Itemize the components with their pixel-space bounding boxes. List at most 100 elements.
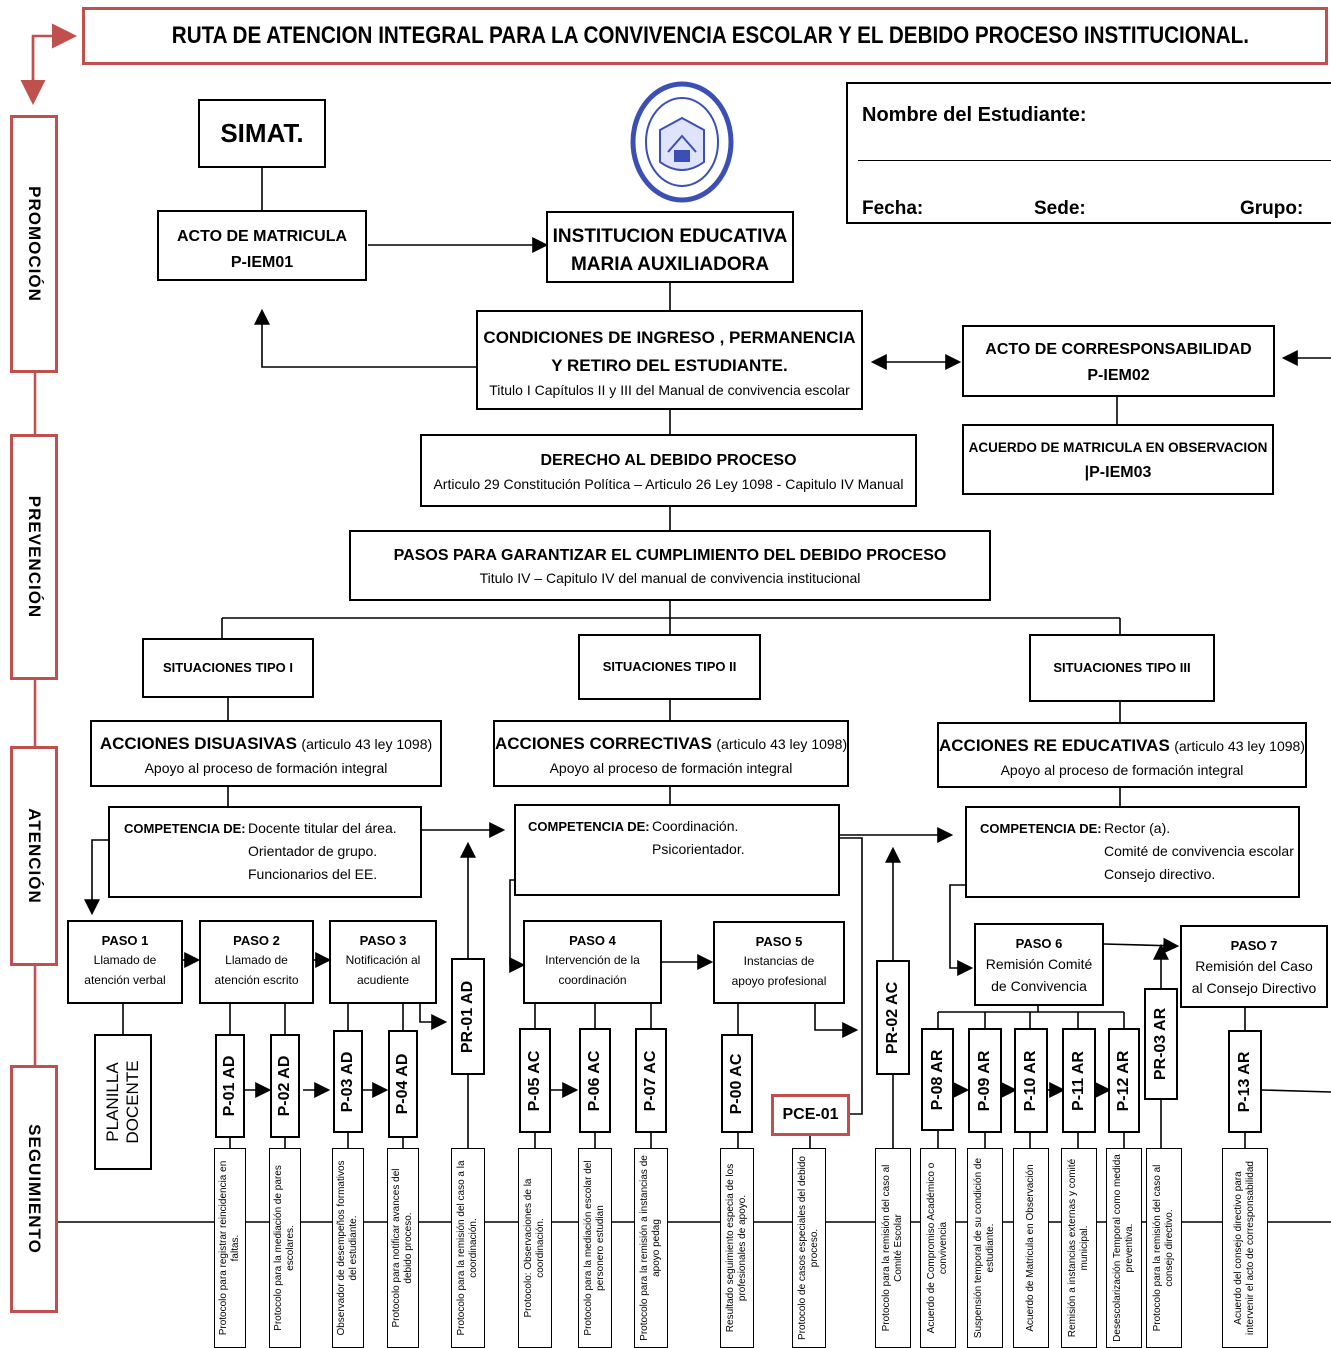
code-p06-ac: P-06 AC	[579, 1028, 611, 1133]
condiciones-ref: Titulo I Capítulos II y III del Manual d…	[489, 382, 850, 398]
competencia-item: Psicorientador.	[652, 841, 745, 857]
debido-proceso-box: DERECHO AL DEBIDO PROCESO Articulo 29 Co…	[420, 434, 917, 507]
code-pr02-ac: PR-02 AC	[876, 960, 910, 1075]
acto-matricula-code: P-IEM01	[230, 254, 294, 271]
acto-matricula-box: ACTO DE MATRICULA P-IEM01	[157, 210, 367, 281]
paso-5-box: PASO 5 Instancias de apoyo profesional	[713, 921, 845, 1004]
institution-logo	[630, 80, 734, 204]
protocol-text: Remisión a instancias externas y comité …	[1067, 1158, 1090, 1338]
protocol-box: Protocolo para la mediación de pares esc…	[269, 1148, 301, 1348]
code-label: PR-01 AD	[459, 980, 476, 1053]
code-label: P-05 AC	[526, 1050, 543, 1111]
competencia-item: Rector (a).	[1104, 820, 1171, 836]
acuerdo-matricula-code: |P-IEM03	[1084, 464, 1152, 481]
paso-line: coordinación	[558, 973, 627, 987]
paso-line: Remisión Comité	[985, 956, 1093, 972]
protocol-box: Protocolo para registrar reincidencia en…	[214, 1148, 246, 1348]
competencia-item: Comité de convivencia escolar	[1104, 843, 1294, 859]
stage-atencion: ATENCIÓN	[10, 746, 58, 966]
competencia-label: COMPETENCIA DE:	[528, 819, 650, 834]
protocol-box: Acuerdo de Matricula en Observación	[1013, 1148, 1049, 1348]
code-p03-ad: P-03 AD	[333, 1030, 363, 1133]
simat-label: SIMAT.	[220, 118, 304, 148]
stage-label: SEGUIMIENTO	[25, 1124, 44, 1254]
acuerdo-matricula-line1: ACUERDO DE MATRICULA EN OBSERVACION	[968, 440, 1268, 455]
code-p05-ac: P-05 AC	[519, 1028, 551, 1133]
situacion-label: SITUACIONES TIPO II	[602, 659, 737, 674]
paso-line: acudiente	[356, 973, 410, 987]
code-label: P-11 AR	[1070, 1050, 1087, 1111]
competencia-item: Consejo directivo.	[1104, 866, 1216, 882]
protocol-text: Protocolo para la remisión del caso a la…	[456, 1160, 479, 1336]
code-label: P-02 AD	[276, 1055, 293, 1117]
paso-line: Remisión del Caso	[1195, 958, 1313, 974]
main-title-box: RUTA DE ATENCION INTEGRAL PARA LA CONVIV…	[82, 7, 1328, 65]
protocol-text: Acuerdo del consejo directivo para inter…	[1233, 1161, 1256, 1335]
stage-label: PREVENCIÓN	[25, 495, 44, 619]
planilla-label: PLANILLA DOCENTE	[103, 1060, 142, 1144]
simat-box: SIMAT.	[198, 99, 326, 168]
institucion-line2: MARIA AUXILIADORA	[570, 254, 770, 275]
acciones-correctivas-box: ACCIONES CORRECTIVAS (articulo 43 ley 10…	[493, 720, 849, 787]
competencia-item: Docente titular del área.	[248, 820, 397, 836]
code-p08-ar: P-08 AR	[921, 1028, 954, 1131]
paso-title: PASO 5	[755, 934, 803, 949]
protocol-box: Remisión a instancias externas y comité …	[1061, 1148, 1097, 1348]
fecha-label: Fecha:	[862, 198, 924, 219]
competencia-item: Orientador de grupo.	[248, 843, 378, 859]
code-label: P-01 AD	[221, 1055, 238, 1117]
paso-title: PASO 6	[1015, 936, 1063, 951]
protocol-text: Protocolo para la remisión a instancias …	[639, 1155, 662, 1341]
protocol-box: Protocolo para la remisión del caso al C…	[875, 1148, 911, 1348]
code-pr01-ad: PR-01 AD	[451, 958, 485, 1075]
main-title: RUTA DE ATENCION INTEGRAL PARA LA CONVIV…	[171, 22, 1249, 49]
protocol-text: Protocolo para la remisión del caso al C…	[881, 1164, 904, 1332]
paso-4-box: PASO 4 Intervención de la coordinación	[523, 920, 662, 1004]
student-name-line[interactable]	[858, 160, 1331, 161]
protocol-box: Suspensión temporal de su condición de e…	[967, 1148, 1003, 1348]
protocol-text: Protocolo para la remisión del caso al c…	[1152, 1164, 1175, 1332]
code-label: P-03 AD	[339, 1051, 356, 1112]
condiciones-line1: CONDICIONES DE INGRESO , PERMANENCIA	[483, 328, 856, 347]
pce-label: PCE-01	[782, 1106, 839, 1123]
protocol-text: Desescolarización Temporal como medida p…	[1112, 1154, 1135, 1342]
code-label: P-06 AC	[586, 1050, 603, 1111]
competencia-box-3: COMPETENCIA DE: Rector (a). Comité de co…	[965, 806, 1300, 898]
acto-matricula-line1: ACTO DE MATRICULA	[176, 228, 348, 245]
protocol-box: Protocolo para la remisión a instancias …	[634, 1148, 668, 1348]
acciones-sub: Apoyo al proceso de formación integral	[1000, 762, 1244, 778]
paso-line: al Consejo Directivo	[1191, 980, 1317, 996]
acciones-title: ACCIONES RE EDUCATIVAS	[939, 736, 1170, 755]
paso-3-box: PASO 3 Notificación al acudiente	[329, 920, 437, 1004]
acciones-sub: Apoyo al proceso de formación integral	[549, 760, 793, 776]
competencia-box-1: COMPETENCIA DE: Docente titular del área…	[108, 806, 422, 898]
protocol-box: Protocolo: Observaciones de la coordinac…	[518, 1148, 552, 1348]
protocol-text: Acuerdo de Compromiso Académico o conviv…	[926, 1162, 949, 1334]
paso-title: PASO 3	[359, 933, 407, 948]
code-label: P-07 AC	[642, 1050, 659, 1111]
code-label: PR-03 AR	[1152, 1007, 1169, 1081]
protocol-box: Acuerdo de Compromiso Académico o conviv…	[920, 1148, 956, 1348]
acciones-reeducativas-box: ACCIONES RE EDUCATIVAS (articulo 43 ley …	[937, 722, 1307, 788]
code-p11-ar: P-11 AR	[1062, 1028, 1096, 1133]
stage-label: PROMOCIÓN	[25, 186, 44, 302]
acciones-title: ACCIONES CORRECTIVAS	[495, 734, 712, 753]
paso-line: atención escrito	[214, 973, 299, 987]
protocol-text: Protocolo para notificar avances del deb…	[391, 1168, 414, 1328]
acciones-disuasivas-box: ACCIONES DISUASIVAS (articulo 43 ley 109…	[90, 720, 442, 787]
competencia-label: COMPETENCIA DE:	[124, 821, 246, 836]
code-label: P-10 AR	[1022, 1050, 1039, 1111]
sede-label: Sede:	[1034, 198, 1086, 219]
code-p07-ac: P-07 AC	[635, 1028, 667, 1133]
competencia-item: Coordinación.	[652, 818, 739, 834]
paso-line: Instancias de	[743, 954, 815, 968]
code-p10-ar: P-10 AR	[1014, 1028, 1048, 1133]
acciones-ref: (articulo 43 ley 1098)	[301, 736, 433, 752]
paso-title: PASO 7	[1230, 938, 1278, 953]
paso-line: Intervención de la	[545, 953, 640, 967]
situaciones-tipo-2: SITUACIONES TIPO II	[578, 634, 761, 700]
paso-title: PASO 4	[569, 933, 616, 948]
paso-line: atención verbal	[84, 973, 166, 987]
pasos-garantizar-box: PASOS PARA GARANTIZAR EL CUMPLIMIENTO DE…	[349, 530, 991, 601]
